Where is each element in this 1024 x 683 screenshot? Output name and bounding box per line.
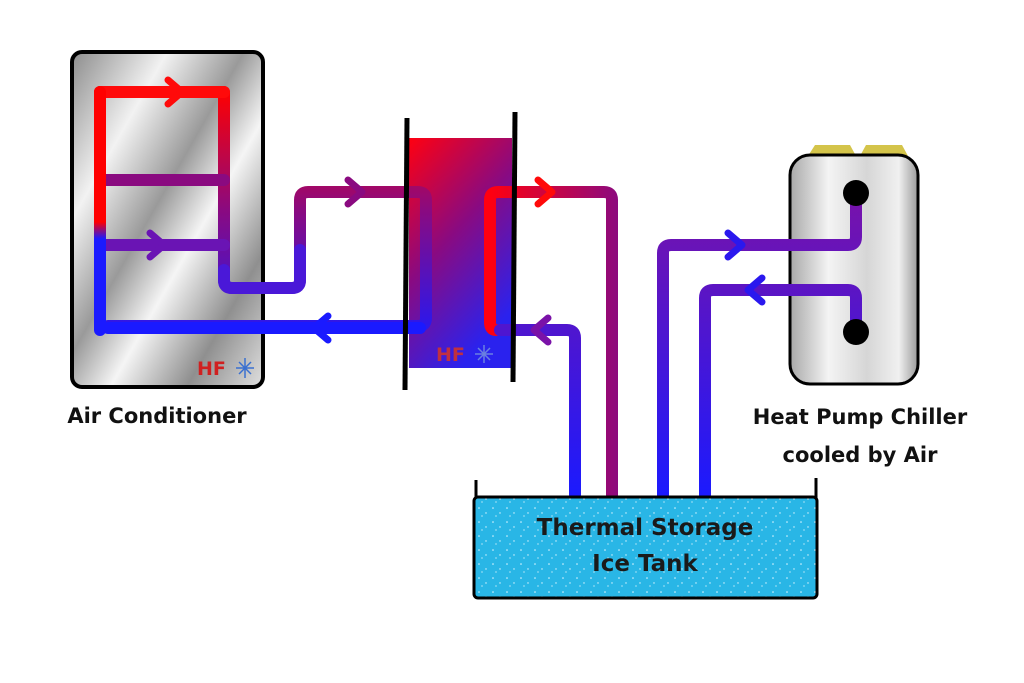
air-conditioner-label: Air Conditioner <box>67 404 247 428</box>
svg-text:HF: HF <box>436 344 465 366</box>
flow-arrow-right <box>724 229 746 261</box>
flow-arrow-right <box>146 229 168 261</box>
hx-plate-right <box>510 111 518 383</box>
snowflake-sun-icon <box>236 358 254 378</box>
chiller-label-line2: cooled by Air <box>783 443 939 467</box>
hx-tank-pipes <box>484 176 618 501</box>
hf-logo: HF <box>197 358 254 380</box>
svg-text:HF: HF <box>197 358 226 380</box>
flow-arrow-left <box>310 312 332 344</box>
flow-arrow-left <box>744 274 766 306</box>
chiller-label-line1: Heat Pump Chiller <box>753 405 968 429</box>
hf-logo: HF <box>436 344 493 366</box>
tank-label-line2: Ice Tank <box>592 551 698 577</box>
snowflake-sun-icon <box>475 345 493 363</box>
flow-arrow-left <box>530 314 552 346</box>
chiller-tank-pipes <box>657 180 869 501</box>
chiller-port-bottom <box>843 319 869 345</box>
ice-tank: Thermal Storage Ice Tank <box>472 478 819 600</box>
hx-plate-left <box>402 117 410 391</box>
chiller-port-top <box>843 180 869 206</box>
air-conditioner-unit <box>70 50 265 389</box>
flow-arrow-right <box>534 176 556 208</box>
ac-pipe-loop <box>94 76 432 344</box>
flow-arrow-right <box>344 176 366 208</box>
flow-arrow-right <box>164 76 186 108</box>
tank-label-line1: Thermal Storage <box>537 515 754 541</box>
heat-pump-chiller-unit <box>788 145 920 386</box>
